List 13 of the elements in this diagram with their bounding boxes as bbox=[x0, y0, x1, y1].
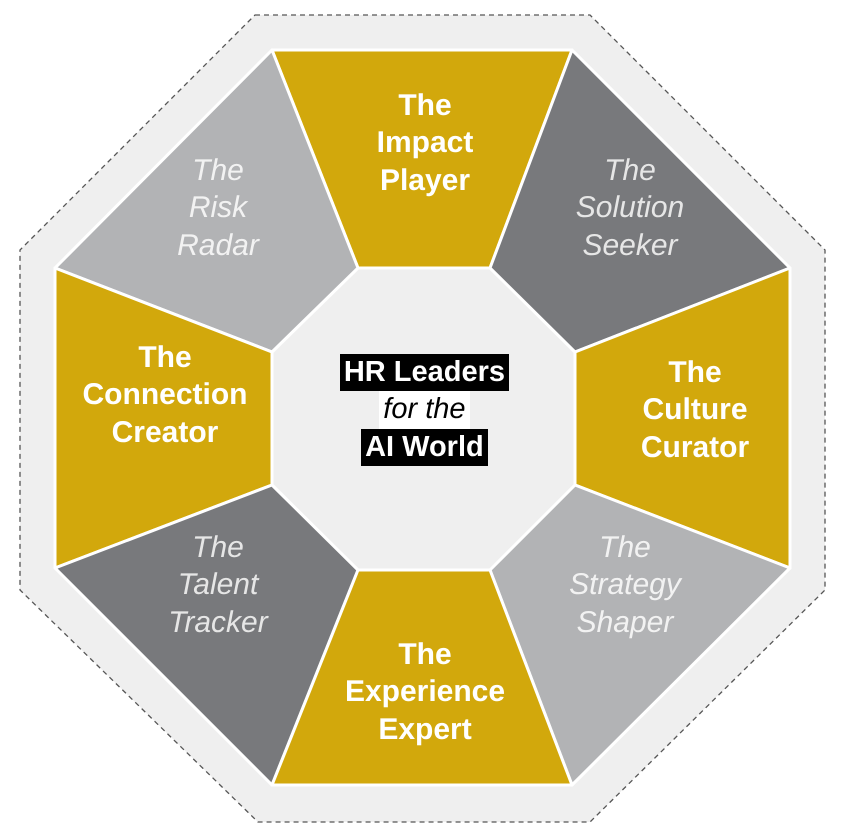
octagon-segment bbox=[272, 570, 572, 785]
octagon-segment bbox=[55, 268, 272, 568]
segment-label: The Solution Seeker bbox=[576, 152, 684, 264]
segment-label: The Strategy Shaper bbox=[569, 530, 681, 641]
octagon-segment bbox=[490, 50, 790, 352]
segment-label: The Risk Radar bbox=[177, 152, 259, 264]
octagon-segment bbox=[575, 268, 790, 568]
segment-label: The Culture Curator bbox=[640, 354, 750, 466]
segment-label: The Talent Tracker bbox=[168, 530, 268, 641]
segment-label: The Connection Creator bbox=[82, 340, 248, 451]
octagon-segment bbox=[272, 50, 572, 268]
segment-label: The Experience Expert bbox=[344, 636, 506, 748]
segment-label: The Impact Player bbox=[376, 88, 474, 199]
